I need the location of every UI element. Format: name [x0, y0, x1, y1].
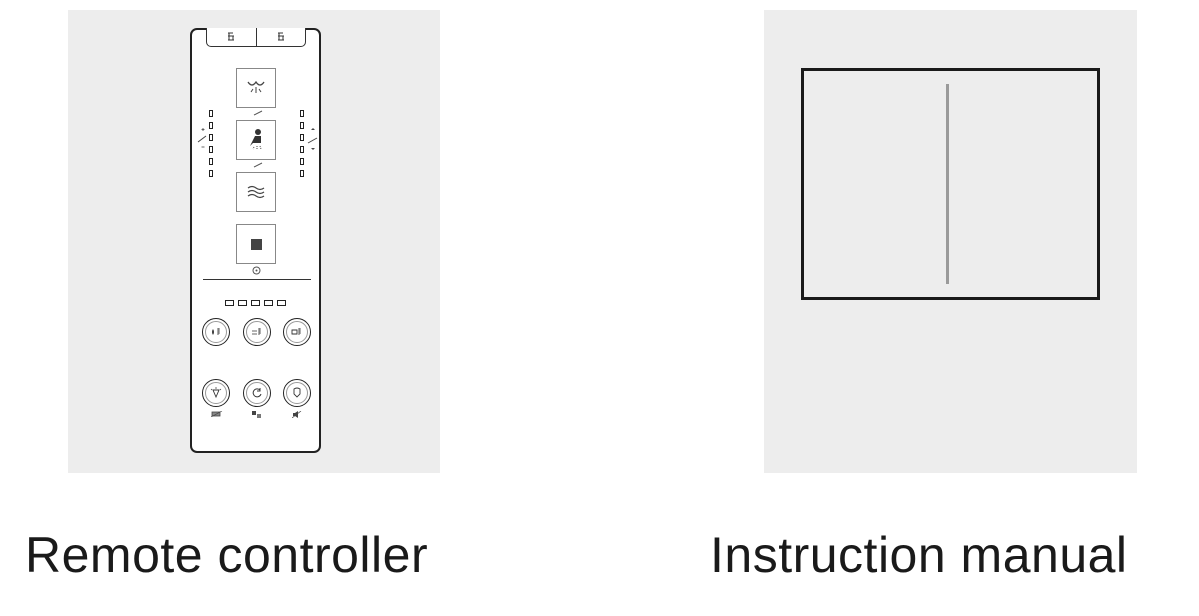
pressure-adjust-icon [197, 126, 209, 152]
divider [203, 279, 311, 281]
self-clean-icon [251, 410, 263, 421]
instruction-manual-caption: Instruction manual [710, 527, 1128, 583]
massage-cycle-icon [243, 379, 271, 407]
remote-top-tabs [206, 28, 306, 47]
air-temperature-icon [243, 318, 271, 346]
fan-icon [252, 266, 261, 277]
slash-mark-icon [253, 110, 263, 118]
stop-icon [236, 224, 276, 264]
seat-temperature-icon [283, 318, 311, 346]
mute-icon [291, 410, 304, 420]
bidet-seat-icon [236, 120, 276, 160]
dryer-wave-icon [236, 172, 276, 212]
tab-icon [255, 28, 306, 46]
slash-mark-icon [253, 162, 263, 170]
light-off-icon [210, 410, 223, 419]
night-light-icon [202, 379, 230, 407]
manual-spine-line [946, 84, 949, 284]
status-leds [225, 300, 286, 306]
tab-icon [207, 28, 256, 46]
instruction-manual-illustration [801, 68, 1100, 300]
rear-wash-icon [236, 68, 276, 108]
remote-controller-illustration [190, 28, 321, 453]
water-temperature-icon [202, 318, 230, 346]
remote-controller-caption: Remote controller [25, 527, 429, 583]
position-adjust-icon [306, 126, 318, 154]
right-level-leds [300, 110, 304, 177]
left-level-leds [209, 110, 213, 177]
deodorize-icon [283, 379, 311, 407]
